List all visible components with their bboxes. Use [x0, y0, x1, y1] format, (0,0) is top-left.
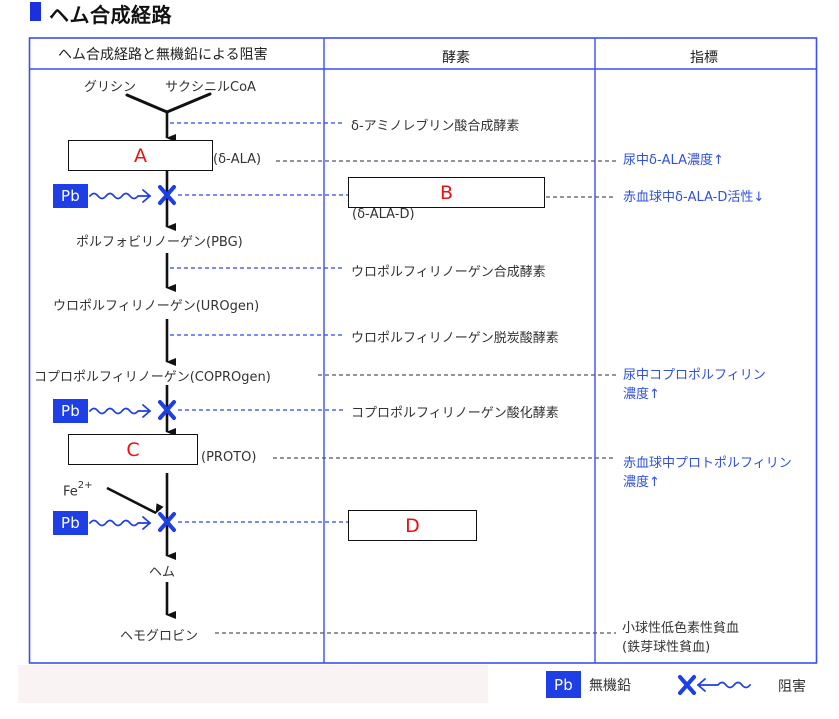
inhibition-marks [158, 185, 176, 532]
blank-box-D: D [348, 510, 477, 541]
enzyme-ala-synthase: δ-アミノレブリン酸合成酵素 [351, 119, 520, 134]
column-header-pathway: ヘム合成経路と無機鉛による阻害 [58, 47, 268, 63]
table-grid [28, 37, 818, 664]
indicator-rbc-protoporphyrin: 赤血球中プロトポルフィリン 濃度↑ [623, 454, 792, 492]
indicator-line: 尿中コプロポルフィリン [623, 368, 766, 383]
indicator-line: 濃度↑ [623, 475, 660, 490]
substrate-merge-lines [125, 92, 212, 114]
inhibition-x-icon [158, 185, 176, 205]
iron-ion-label: Fe2+ [63, 480, 93, 500]
indicator-anemia: 小球性低色素性貧血 (鉄芽球性貧血) [622, 619, 739, 657]
substrate-glycine: グリシン [84, 80, 137, 95]
ala-d-label: (δ-ALA-D) [352, 207, 415, 222]
blank-letter-D: D [405, 514, 420, 537]
indicator-connectors [215, 160, 616, 634]
lead-badge: Pb [53, 184, 88, 208]
product-hemoglobin: ヘモグロビン [120, 629, 199, 644]
intermediate-urogen: ウロポルフィリノーゲン(UROgen) [53, 299, 260, 314]
intermediate-pbg: ポルフォビリノーゲン(PBG) [76, 235, 243, 250]
column-header-enzyme: 酵素 [442, 50, 470, 66]
blank-letter-B: B [439, 181, 454, 204]
wavy-arrow-3 [89, 516, 151, 530]
lead-badge: Pb [53, 511, 88, 535]
legend-inhibition-icon [678, 675, 751, 695]
product-heme: ヘム [149, 565, 176, 580]
legend-inhibition-label: 阻害 [778, 679, 806, 695]
iron-symbol: Fe [63, 484, 78, 500]
enzyme-coprogen-oxidase: コプロポルフィリノーゲン酸化酵素 [351, 406, 559, 421]
arrow-iron-to-ferrochelatase [106, 486, 164, 515]
substrate-succinyl-coa: サクシニルCoA [165, 80, 256, 95]
title-marker [30, 2, 41, 21]
inhibition-x-icon [158, 512, 176, 532]
blank-letter-C: C [126, 438, 140, 461]
intermediate-coprogen: コプロポルフィリノーゲン(COPROgen) [34, 370, 271, 385]
legend-lead-label: 無機鉛 [589, 678, 631, 694]
ala-label: (δ-ALA) [213, 152, 262, 167]
column-header-indicator: 指標 [690, 50, 718, 66]
page-title: ヘム合成経路 [49, 3, 172, 27]
blank-box-C: C [68, 434, 198, 465]
pathway-arrows [106, 112, 176, 619]
indicator-line: 赤血球中プロトポルフィリン [623, 456, 792, 471]
enzyme-urogen-synthase: ウロポルフィリノーゲン合成酵素 [351, 265, 546, 280]
indicator-rbc-ala-d: 赤血球中δ-ALA-D活性↓ [623, 190, 765, 205]
lead-badge: Pb [53, 399, 88, 423]
blank-box-A: A [68, 140, 213, 171]
wavy-arrow-1 [89, 189, 151, 203]
blank-letter-A: A [134, 144, 147, 167]
legend-lead-badge: Pb [546, 671, 581, 698]
table-outer-border [28, 37, 818, 664]
enzyme-connectors [170, 122, 348, 523]
blank-box-B: B [348, 177, 545, 208]
enzyme-urogen-decarboxylase: ウロポルフィリノーゲン脱炭酸酵素 [351, 331, 559, 346]
inhibition-x-icon [158, 400, 176, 420]
lead-inhibition-arrows [89, 189, 151, 530]
indicator-line: 濃度↑ [623, 387, 660, 402]
bottom-shaded-band [18, 665, 488, 703]
wavy-arrow-2 [89, 404, 151, 418]
iron-charge: 2+ [77, 480, 93, 491]
indicator-urine-coproporphyrin: 尿中コプロポルフィリン 濃度↑ [623, 366, 766, 404]
indicator-line: (鉄芽球性貧血) [622, 640, 711, 655]
indicator-urine-ala: 尿中δ-ALA濃度↑ [623, 153, 724, 168]
proto-label: (PROTO) [201, 450, 257, 465]
indicator-line: 小球性低色素性貧血 [622, 621, 740, 636]
